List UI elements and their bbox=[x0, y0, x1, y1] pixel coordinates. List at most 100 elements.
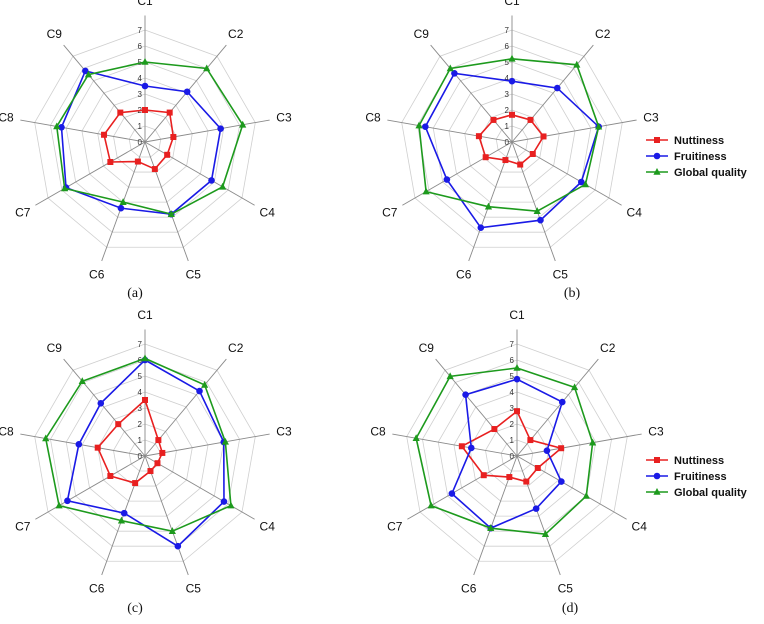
category-label: C3 bbox=[643, 110, 659, 124]
series-point bbox=[540, 133, 547, 140]
category-label: C2 bbox=[228, 341, 244, 355]
series-point bbox=[78, 377, 86, 385]
legend-marker bbox=[654, 457, 660, 463]
series-point bbox=[170, 133, 177, 140]
panel-label: (b) bbox=[564, 286, 581, 301]
series-point bbox=[581, 180, 590, 188]
series-point bbox=[119, 198, 127, 205]
axis-spoke bbox=[387, 119, 513, 143]
panel-label: (c) bbox=[127, 601, 143, 616]
grid-ring bbox=[50, 359, 240, 547]
series-point bbox=[589, 438, 597, 446]
series-point bbox=[218, 182, 227, 190]
grid-ring bbox=[495, 125, 529, 158]
category-label: C9 bbox=[419, 341, 435, 355]
tick-label: 3 bbox=[505, 90, 510, 99]
series-point bbox=[514, 408, 520, 415]
series-point bbox=[517, 161, 524, 168]
series-point bbox=[115, 421, 122, 428]
grid-ring bbox=[480, 109, 544, 173]
category-label: C3 bbox=[276, 424, 292, 438]
axis-spoke bbox=[473, 455, 518, 576]
category-label: C2 bbox=[595, 27, 611, 41]
panel-label: (d) bbox=[562, 601, 579, 616]
category-label: C1 bbox=[137, 308, 153, 322]
series-point bbox=[553, 84, 561, 92]
tick-label: 6 bbox=[505, 42, 510, 51]
series-point bbox=[509, 111, 515, 118]
series-point bbox=[147, 468, 154, 475]
series-point bbox=[533, 207, 541, 214]
axis-spoke bbox=[144, 119, 270, 143]
series-point bbox=[480, 472, 487, 479]
series-point bbox=[415, 121, 423, 129]
tick-label: 2 bbox=[510, 420, 515, 429]
series-point bbox=[558, 445, 565, 452]
category-label: C6 bbox=[456, 268, 472, 282]
legend-marker bbox=[653, 472, 661, 480]
radar-panel: 01234567C1C2C3C4C5C6C7C8C9(b)NuttinessFr… bbox=[365, 0, 747, 301]
series-point bbox=[141, 82, 149, 90]
tick-label: 5 bbox=[138, 372, 143, 381]
category-label: C7 bbox=[15, 206, 31, 220]
series-point bbox=[502, 157, 509, 164]
series-point bbox=[203, 64, 211, 72]
grid-ring bbox=[401, 29, 623, 248]
series-point bbox=[443, 176, 451, 183]
series-point bbox=[141, 58, 149, 65]
series-point bbox=[53, 122, 61, 130]
series-point bbox=[451, 70, 458, 77]
series-point bbox=[82, 67, 89, 75]
grid-ring bbox=[128, 125, 162, 158]
series-point bbox=[468, 444, 475, 452]
series-point bbox=[537, 216, 544, 224]
category-label: C8 bbox=[0, 424, 14, 438]
series-point bbox=[570, 383, 579, 391]
series-point bbox=[582, 492, 590, 499]
series-point bbox=[577, 178, 585, 186]
axis-spoke bbox=[516, 433, 642, 457]
series-point bbox=[527, 437, 534, 444]
axis-spoke bbox=[511, 141, 556, 262]
grid-ring bbox=[448, 77, 576, 203]
tick-label: 4 bbox=[505, 74, 510, 83]
category-label: C5 bbox=[558, 582, 574, 596]
axis-spoke bbox=[144, 141, 255, 206]
legend-label: Fruitiness bbox=[674, 151, 727, 163]
axis-spoke bbox=[511, 119, 637, 143]
tick-label: 1 bbox=[138, 122, 143, 131]
series-point bbox=[120, 509, 128, 517]
tick-label: 7 bbox=[138, 26, 143, 35]
tick-label: 4 bbox=[510, 388, 515, 397]
category-label: C7 bbox=[387, 520, 403, 534]
category-label: C4 bbox=[632, 520, 648, 534]
legend-marker bbox=[653, 488, 661, 495]
grid-ring bbox=[128, 439, 162, 472]
series-line bbox=[44, 357, 232, 533]
series-point bbox=[543, 447, 551, 455]
axis-spoke bbox=[511, 44, 594, 143]
tick-label: 1 bbox=[510, 436, 515, 445]
series-point bbox=[446, 372, 454, 380]
legend-marker bbox=[653, 168, 661, 175]
grid-ring bbox=[34, 29, 256, 248]
series-point bbox=[448, 490, 456, 497]
tick-label: 1 bbox=[505, 122, 510, 131]
tick-label: 5 bbox=[510, 372, 515, 381]
category-label: C4 bbox=[260, 520, 276, 534]
series-point bbox=[174, 542, 182, 550]
grid-ring bbox=[469, 407, 565, 502]
series-point bbox=[422, 187, 430, 195]
series-line bbox=[460, 409, 563, 483]
tick-label: 4 bbox=[138, 74, 143, 83]
series-point bbox=[151, 166, 158, 173]
series-point bbox=[97, 399, 105, 407]
series-line bbox=[66, 359, 225, 548]
series-point bbox=[527, 116, 534, 123]
series-point bbox=[532, 505, 540, 512]
series-line bbox=[418, 57, 600, 212]
axis-spoke bbox=[20, 433, 146, 457]
series-point bbox=[208, 177, 215, 184]
series-line bbox=[96, 398, 164, 484]
grid-ring bbox=[406, 343, 628, 562]
